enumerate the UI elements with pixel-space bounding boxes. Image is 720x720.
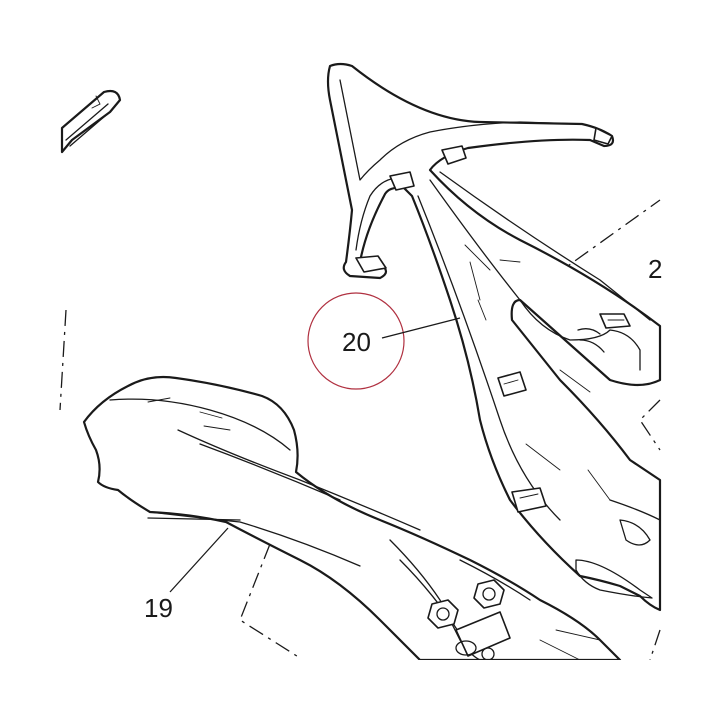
bolt [455,611,511,661]
reference-line-upper-right [409,189,661,269]
crop-mask-right [662,0,720,720]
callout-2: 2 [648,254,662,284]
reference-line-right [639,399,661,451]
callout-20-label: 20 [342,327,371,357]
reference-line-left [59,309,67,411]
callout-20: 20 [307,292,461,390]
mounting-clip [599,313,631,329]
mounting-clip [389,171,415,191]
reference-line-lower-right [649,629,661,661]
callout-19-leader [169,527,229,593]
mounting-clip [355,255,387,273]
crop-mask-bottom [0,660,720,720]
callout-19-label: 19 [144,593,173,623]
partial-component-top-left [60,89,122,154]
reference-line-bottom [239,543,301,659]
mounting-clip [593,127,613,145]
callout-2-label: 2 [648,254,662,284]
mounting-clip [497,371,527,397]
callout-19: 19 [144,527,229,623]
mounting-clip [441,145,467,165]
callout-20-leader [381,317,461,339]
hex-nut [427,599,459,629]
part-20-fairing [326,62,662,612]
part-19-side-panel [82,375,622,662]
hex-nut [473,579,505,609]
callout-20-highlight-circle [307,292,405,390]
